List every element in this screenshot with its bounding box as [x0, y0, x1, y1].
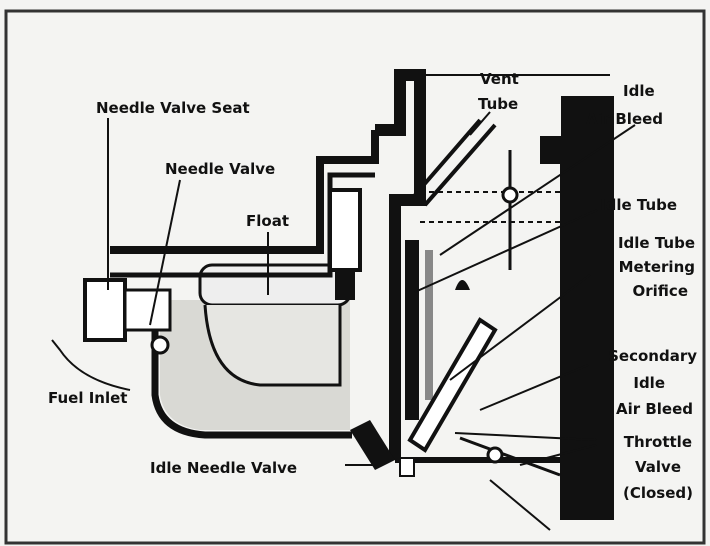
leader-lines [51, 111, 636, 531]
label-needle-valve: Needle Valve [165, 160, 275, 178]
label-throttle-valve-line3: (Closed) [623, 484, 693, 502]
diagram-frame [4, 9, 706, 545]
label-vent-tube-line2: Tube [478, 95, 518, 113]
label-idle-air-bleed-line2: Air Bleed [586, 110, 663, 128]
label-secondary-idle-line1: Secondary [608, 347, 697, 365]
fuel-inlet-fitting [83, 278, 127, 342]
carburetor-body [83, 69, 614, 520]
label-float: Float [246, 212, 289, 230]
label-throttle-valve-line1: Throttle [624, 433, 692, 451]
label-needle-valve-seat: Needle Valve Seat [96, 99, 250, 117]
label-idle-tube-metering-line3: Orifice [633, 282, 688, 300]
label-idle-tube-metering-line2: Metering [619, 258, 695, 276]
label-fuel-inlet: Fuel Inlet [48, 389, 127, 407]
label-idle-needle-valve: Idle Needle Valve [150, 459, 297, 477]
label-idle-tube: Idle Tube [600, 196, 677, 214]
label-secondary-idle-line3: Air Bleed [616, 400, 693, 418]
labels: Needle Valve Seat Needle Valve Float Ven… [48, 70, 697, 502]
label-vent-tube-line1: Vent [480, 70, 519, 88]
label-throttle-valve-line2: Valve [635, 458, 681, 476]
label-secondary-idle-line2: Idle [633, 374, 665, 392]
label-idle-tube-metering-line1: Idle Tube [618, 234, 695, 252]
label-idle-air-bleed-line1: Idle [623, 82, 655, 100]
